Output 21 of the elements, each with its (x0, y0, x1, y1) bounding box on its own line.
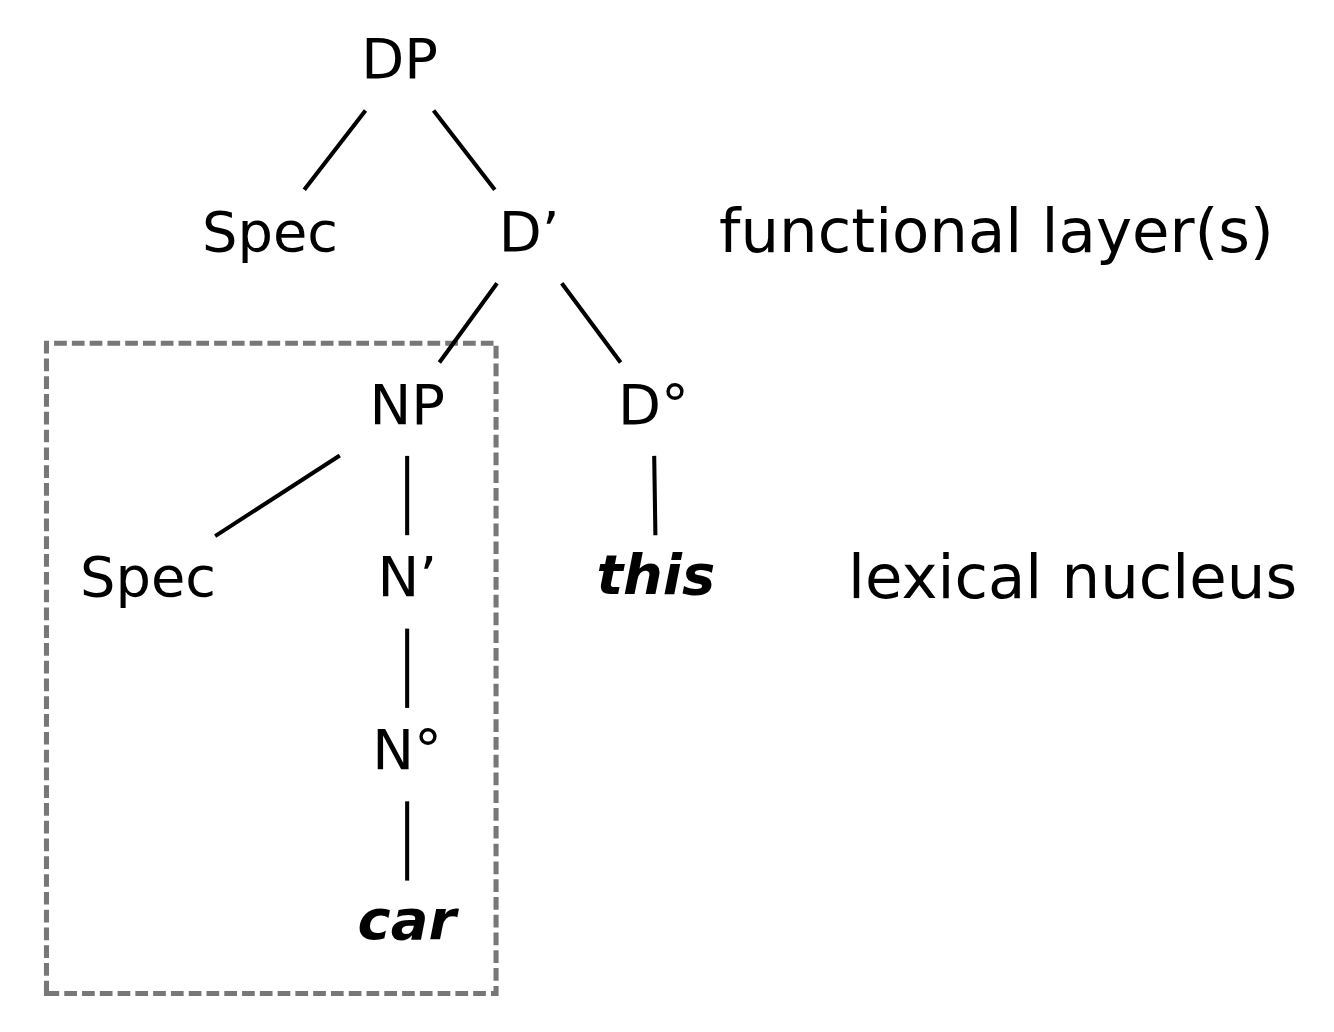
node-text: D° (617, 371, 689, 437)
connector (437, 282, 499, 364)
node-text: Spec (201, 198, 338, 264)
connector (404, 455, 409, 536)
connector (302, 109, 367, 191)
connector (651, 455, 657, 536)
node-text: this (595, 541, 715, 607)
label: lexical nucleus (847, 540, 1297, 612)
node-text: N° (371, 716, 442, 782)
connector (404, 628, 409, 708)
connector (559, 282, 622, 364)
node-text: D’ (498, 198, 559, 264)
connector (213, 453, 341, 538)
connector (431, 109, 496, 191)
node-text: DP (360, 26, 438, 92)
node-text: NP (368, 371, 445, 437)
label: functional layer(s) (718, 195, 1274, 267)
connector (404, 801, 409, 881)
node-text: Spec (79, 544, 216, 610)
cluster (43, 340, 499, 997)
node-text: N’ (376, 544, 437, 610)
